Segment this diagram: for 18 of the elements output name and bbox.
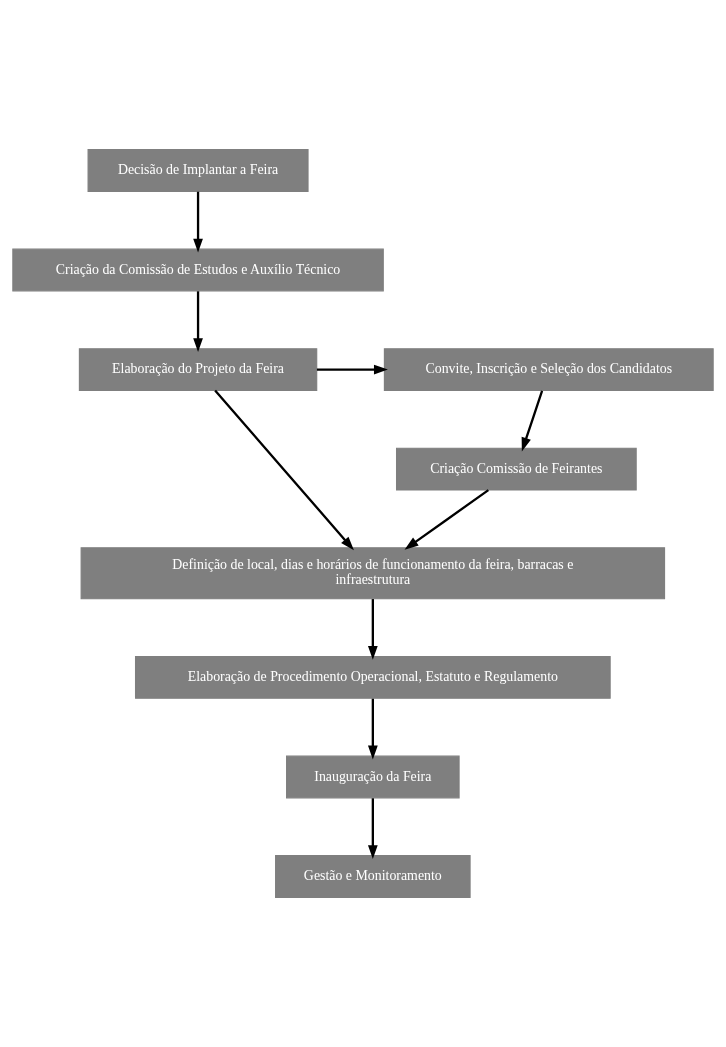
node-box: Decisão de Implantar a Feira — [87, 149, 309, 192]
arrow — [404, 489, 490, 550]
node-box: Elaboração do Projeto da Feira — [78, 348, 318, 391]
arrow — [367, 599, 378, 660]
node-box: Gestão e Monitoramento — [275, 855, 471, 898]
arrow — [367, 798, 378, 860]
node-box: Definição de local, dias e horários de funcionamento da feira, barracas e infraestrutura — [80, 547, 666, 600]
arrow — [214, 389, 354, 551]
arrow — [193, 291, 203, 353]
arrow — [367, 698, 378, 760]
node-box: Criação Comissão de Feirantes — [396, 447, 637, 491]
node-box: Convite, Inscrição e Seleção dos Candidatos — [383, 348, 714, 391]
node-box: Inauguração da Feira — [286, 755, 460, 799]
arrow — [316, 364, 388, 375]
node-box: Criação da Comissão de Estudos e Auxílio Técnico — [12, 248, 384, 292]
node-box: Elaboração de Procedimento Operacional, Estatuto e Regulamento — [134, 656, 611, 699]
arrow — [193, 191, 203, 253]
arrow — [521, 390, 544, 452]
